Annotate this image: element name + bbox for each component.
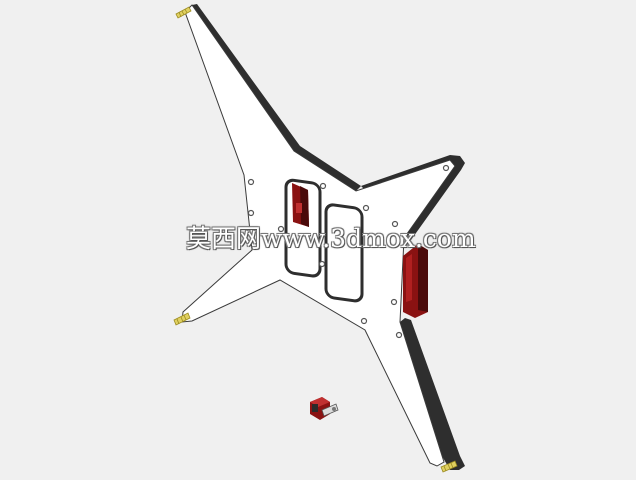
slot-right: [324, 203, 364, 303]
screw-top-left: [175, 6, 192, 19]
mounting-hole: [395, 331, 403, 339]
edge-bevel-upper-left-arm: [192, 4, 361, 191]
mounting-hole: [391, 220, 399, 228]
screw-bottom-right: [440, 460, 458, 473]
mounting-hole: [442, 164, 450, 172]
mounting-hole: [318, 260, 326, 268]
loose-clamp-part: [310, 397, 339, 420]
screw-bottom-left: [173, 312, 191, 326]
mounting-hole: [247, 178, 255, 186]
mounting-hole: [319, 182, 327, 190]
mounting-hole: [390, 298, 398, 306]
side-clamp-right: [403, 244, 428, 318]
mounting-hole: [247, 209, 255, 217]
mounting-hole: [362, 204, 370, 212]
edge-bevel-lower-right-arm: [400, 318, 465, 470]
slot-clamp-left: [292, 183, 309, 227]
mounting-hole: [360, 317, 368, 325]
mounting-holes: [247, 164, 450, 339]
mounting-hole: [277, 225, 285, 233]
